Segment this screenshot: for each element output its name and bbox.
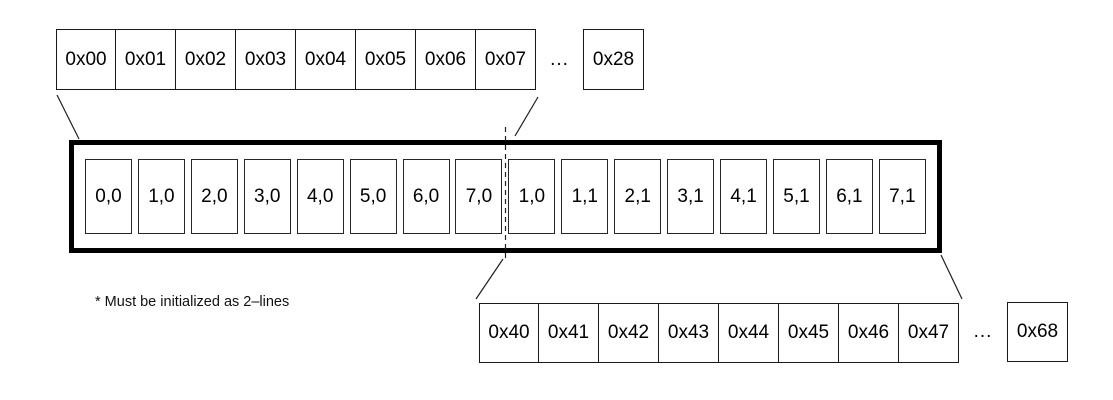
address-cell: 0x06 (416, 29, 476, 90)
cache-line-container: 0,0 1,0 2,0 3,0 4,0 5,0 6,0 7,0 1,0 1,1 … (69, 140, 942, 253)
address-cell: 0x47 (899, 303, 959, 363)
address-cell: 0x44 (719, 303, 779, 363)
cache-slot: 2,0 (190, 159, 238, 234)
cache-slot: 0,0 (85, 159, 132, 234)
connector-top-right (514, 96, 539, 137)
footnote: * Must be initialized as 2–lines (95, 294, 290, 310)
cache-slot: 1,0 (508, 159, 556, 234)
address-cell: 0x40 (479, 303, 539, 363)
cache-slot: 6,0 (402, 159, 450, 234)
connector-bottom-left (475, 258, 504, 300)
cache-slot: 2,1 (614, 159, 662, 234)
cache-slot: 1,1 (561, 159, 609, 234)
address-cell: 0x00 (56, 29, 116, 90)
address-cell-0x28: 0x28 (583, 29, 644, 90)
address-cell: 0x43 (659, 303, 719, 363)
address-row-bottom: 0x40 0x41 0x42 0x43 0x44 0x45 0x46 0x47 (479, 303, 959, 363)
cache-slot: 7,0 (455, 159, 503, 234)
cache-slot: 3,0 (243, 159, 291, 234)
cache-slot: 7,1 (878, 159, 926, 234)
cache-slot: 3,1 (667, 159, 715, 234)
connector-top-left (56, 94, 80, 140)
address-cell: 0x45 (779, 303, 839, 363)
ellipsis-top: ... (550, 48, 569, 70)
cache-slot: 5,0 (349, 159, 397, 234)
address-cell: 0x42 (599, 303, 659, 363)
cache-slot: 1,0 (137, 159, 185, 234)
address-cell: 0x46 (839, 303, 899, 363)
cache-slot: 5,1 (772, 159, 820, 234)
address-cell: 0x01 (116, 29, 176, 90)
cache-slot: 4,1 (720, 159, 768, 234)
address-cell: 0x41 (539, 303, 599, 363)
address-cell: 0x07 (476, 29, 536, 90)
address-cell: 0x05 (356, 29, 416, 90)
address-cell: 0x03 (236, 29, 296, 90)
connector-bottom-right (940, 254, 963, 300)
ellipsis-bottom: ... (973, 321, 993, 342)
address-cell: 0x02 (176, 29, 236, 90)
address-cell: 0x04 (296, 29, 356, 90)
cache-slot: 6,1 (825, 159, 873, 234)
address-cell-0x68: 0x68 (1007, 302, 1068, 362)
address-row-top: 0x00 0x01 0x02 0x03 0x04 0x05 0x06 0x07 (56, 29, 536, 90)
cache-slot: 4,0 (296, 159, 344, 234)
